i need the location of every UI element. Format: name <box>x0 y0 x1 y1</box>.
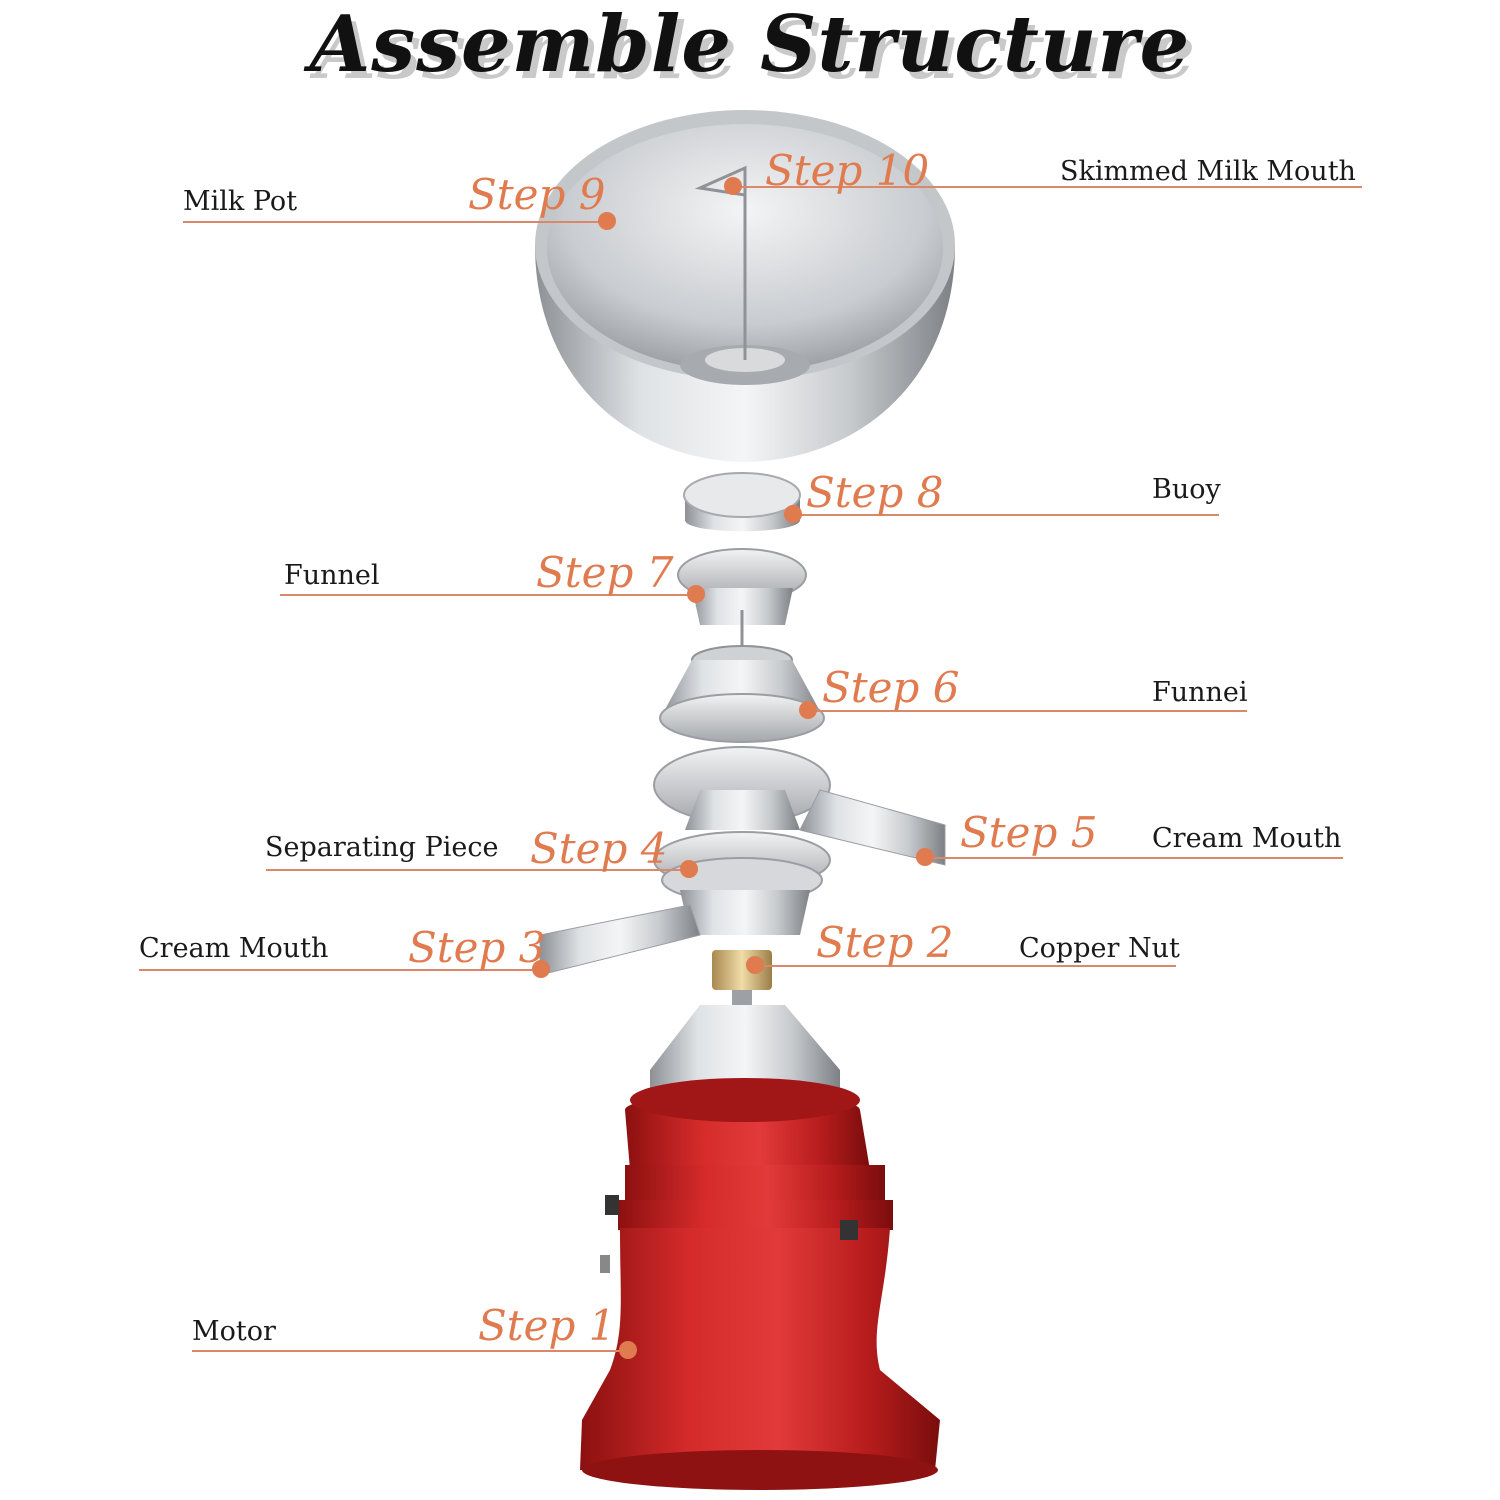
step-8-label: Step 8 <box>806 468 944 517</box>
label-funnei: Funnei <box>1152 677 1248 708</box>
label-buoy: Buoy <box>1152 474 1221 505</box>
label-skimmed-milk-mouth: Skimmed Milk Mouth <box>1060 156 1356 187</box>
step-4-label: Step 4 <box>530 824 668 873</box>
funnel-small-part <box>677 548 807 660</box>
milk-pot-part <box>535 110 955 462</box>
leader-line-step-5 <box>927 857 1343 859</box>
leader-line-step-3 <box>139 969 539 971</box>
label-separating-piece: Separating Piece <box>265 832 499 863</box>
step-3-label: Step 3 <box>408 923 546 972</box>
leader-line-step-2 <box>755 965 1176 967</box>
step-9-label: Step 9 <box>468 170 606 219</box>
step-2-label: Step 2 <box>816 918 954 967</box>
leader-line-step-7 <box>280 594 695 596</box>
leader-line-step-6 <box>810 710 1247 712</box>
step-5-label: Step 5 <box>960 808 1098 857</box>
label-cream-mouth-right: Cream Mouth <box>1152 823 1342 854</box>
funnel-large-part <box>659 645 825 743</box>
copper-nut-part <box>712 950 772 1005</box>
label-motor: Motor <box>192 1316 276 1347</box>
diagram-title: Assemble Structure <box>309 0 1191 90</box>
leader-line-step-9 <box>183 221 603 223</box>
leader-line-step-4 <box>266 869 690 871</box>
step-1-label: Step 1 <box>478 1301 616 1350</box>
cream-mouth-lower-part <box>539 890 810 976</box>
label-milk-pot: Milk Pot <box>183 186 298 217</box>
label-copper-nut: Copper Nut <box>1019 933 1180 964</box>
leader-line-step-1 <box>192 1350 624 1352</box>
step-6-label: Step 6 <box>822 663 960 712</box>
leader-line-step-8 <box>795 514 1219 516</box>
label-funnel: Funnel <box>284 560 380 591</box>
buoy-part <box>683 472 801 532</box>
cream-mouth-upper-part <box>653 746 946 866</box>
motor-part <box>580 1078 940 1490</box>
leader-line-step-10 <box>735 186 1362 188</box>
step-10-label: Step 10 <box>765 146 930 195</box>
step-7-label: Step 7 <box>536 548 674 597</box>
label-cream-mouth-left: Cream Mouth <box>139 933 329 964</box>
